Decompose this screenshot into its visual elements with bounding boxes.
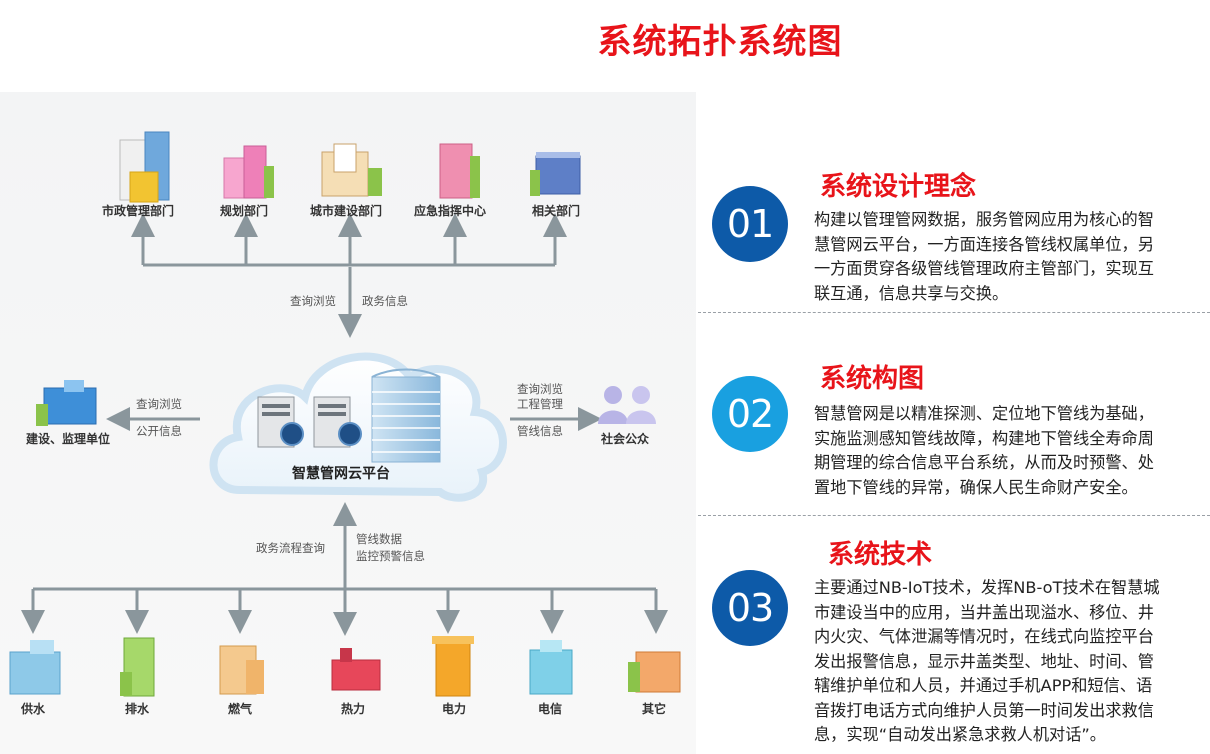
flow-label: 查询浏览 <box>136 397 182 411</box>
building-icon <box>36 380 97 426</box>
section-title: 系统构图 <box>820 364 925 394</box>
flow-label: 政务流程查询 <box>256 541 325 555</box>
section-divider <box>698 515 1210 516</box>
node-label: 电信 <box>538 702 563 716</box>
page-title: 系统拓扑系统图 <box>597 22 843 62</box>
bottom-connector-lines <box>21 502 668 636</box>
node-label: 相关部门 <box>532 204 581 218</box>
building-icon <box>331 648 381 691</box>
node-label: 应急指挥中心 <box>414 204 487 218</box>
section-number-badge: 01 <box>712 186 788 262</box>
section-divider <box>698 312 1210 313</box>
node-label: 供水 <box>21 702 46 716</box>
building-icon <box>321 143 382 197</box>
platform-label: 智慧管网云平台 <box>292 466 390 482</box>
section-body: 智慧管网是以精准探测、定位地下管线为基础， 实施监测感知管线故障，构建地下管线全… <box>814 404 1154 497</box>
flow-label: 公开信息 <box>136 424 182 438</box>
flow-label: 管线数据 <box>356 532 402 546</box>
top-connector-lines <box>131 213 567 338</box>
section-body: 主要通过NB-IoT技术，发挥NB-oT技术在智慧城 市建设当中的应用，当井盖出… <box>814 578 1160 744</box>
section-number-badge: 03 <box>712 570 788 646</box>
node-label: 排水 <box>125 702 150 716</box>
building-icon <box>628 651 681 693</box>
flow-label: 监控预警信息 <box>356 549 425 563</box>
section-title: 系统设计理念 <box>820 172 977 202</box>
node-label: 热力 <box>341 702 366 716</box>
node-label: 社会公众 <box>601 432 650 446</box>
node-label: 市政管理部门 <box>102 204 175 218</box>
section-design-concept: 01 系统设计理念 构建以管理管网数据，服务管网应用为核心的智 慧管网云平台，一… <box>698 160 1210 310</box>
topology-graphics <box>9 131 681 697</box>
node-label: 城市建设部门 <box>310 204 383 218</box>
flow-label: 工程管理 <box>517 397 563 411</box>
node-label: 电力 <box>442 702 467 716</box>
node-label: 建设、监理单位 <box>26 432 111 446</box>
section-body: 构建以管理管网数据，服务管网应用为核心的智 慧管网云平台，一方面连接各管线权属单… <box>814 210 1154 303</box>
flow-label: 查询浏览 <box>290 294 336 308</box>
building-icon <box>119 131 170 203</box>
node-label: 规划部门 <box>220 204 269 218</box>
section-title: 系统技术 <box>828 540 933 570</box>
flow-label: 政务信息 <box>362 294 408 308</box>
building-icon <box>219 645 264 695</box>
node-label: 燃气 <box>228 702 253 716</box>
building-icon <box>432 636 474 697</box>
section-composition: 02 系统构图 智慧管网是以精准探测、定位地下管线为基础， 实施监测感知管线故障… <box>698 358 1210 508</box>
section-number-badge: 02 <box>712 376 788 452</box>
building-icon <box>9 640 61 695</box>
building-icon <box>120 637 155 697</box>
flow-label: 查询浏览 <box>517 382 563 396</box>
globe-icon <box>280 422 362 446</box>
building-icon <box>529 640 573 695</box>
node-label: 其它 <box>642 702 667 716</box>
people-icon <box>598 386 656 424</box>
flow-label: 管线信息 <box>517 424 563 438</box>
building-icon <box>439 143 480 199</box>
building-icon <box>223 145 274 199</box>
building-icon <box>530 152 581 196</box>
section-technology: 03 系统技术 主要通过NB-IoT技术，发挥NB-oT技术在智慧城 市建设当中… <box>698 532 1210 754</box>
building-icon <box>371 368 441 463</box>
topology-diagram: 市政管理部门 规划部门 城市建设部门 应急指挥中心 相关部门 查询浏览 政务信息… <box>0 92 696 754</box>
